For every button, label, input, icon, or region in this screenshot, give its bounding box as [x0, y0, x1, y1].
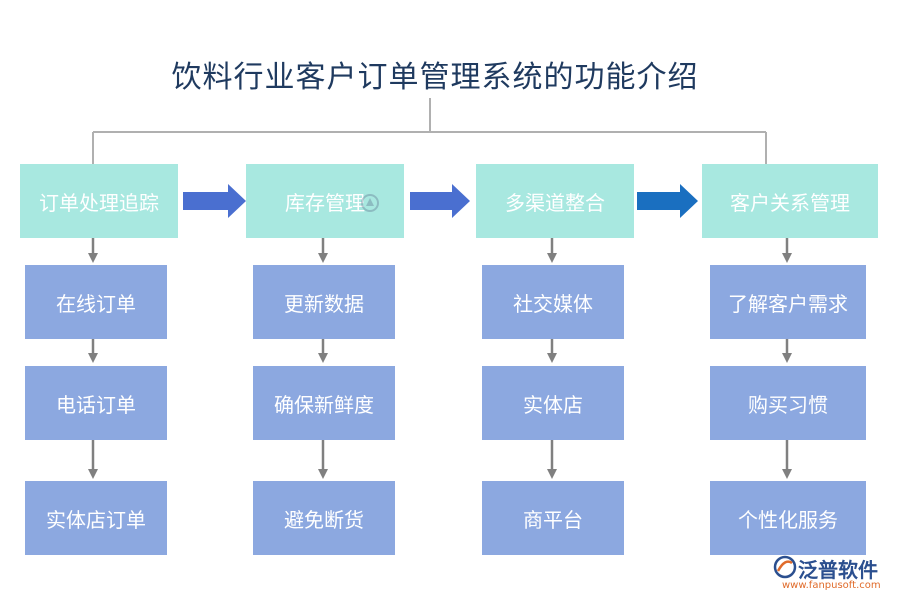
diagram-title: 饮料行业客户订单管理系统的功能介绍 [171, 60, 699, 95]
flow-arrow-3 [637, 184, 698, 218]
sub-box-physical-store: 实体店 [482, 366, 624, 440]
sub-box-buying-habits: 购买习惯 [710, 366, 866, 440]
brand-url: www.fanpusoft.com [782, 580, 881, 591]
flow-arrow-1 [183, 184, 246, 218]
brand-logo: 泛普软件 www.fanpusoft.com [772, 554, 897, 598]
flow-arrow-2 [410, 184, 470, 218]
sub-box-freshness: 确保新鲜度 [253, 366, 395, 440]
sub-box-avoid-stockout: 避免断货 [253, 481, 395, 555]
watermark-logo-icon [361, 194, 379, 212]
head-box-multichannel: 多渠道整合 [476, 164, 634, 238]
sub-box-social-media: 社交媒体 [482, 265, 624, 339]
fanpu-logo-icon [773, 555, 797, 579]
sub-box-online-order: 在线订单 [25, 265, 167, 339]
vertical-connectors [88, 238, 792, 479]
brand-name: 泛普软件 [798, 558, 878, 582]
sub-box-update-data: 更新数据 [253, 265, 395, 339]
head-box-order-tracking: 订单处理追踪 [20, 164, 178, 238]
sub-box-platform: 商平台 [482, 481, 624, 555]
sub-box-personalized-service: 个性化服务 [710, 481, 866, 555]
sub-box-phone-order: 电话订单 [25, 366, 167, 440]
watermark [360, 190, 450, 216]
sub-box-store-order: 实体店订单 [25, 481, 167, 555]
head-box-inventory: 库存管理 [246, 164, 404, 238]
title-bracket [92, 98, 767, 164]
head-box-crm: 客户关系管理 [702, 164, 878, 238]
flow-arrows [183, 184, 698, 218]
sub-box-customer-needs: 了解客户需求 [710, 265, 866, 339]
